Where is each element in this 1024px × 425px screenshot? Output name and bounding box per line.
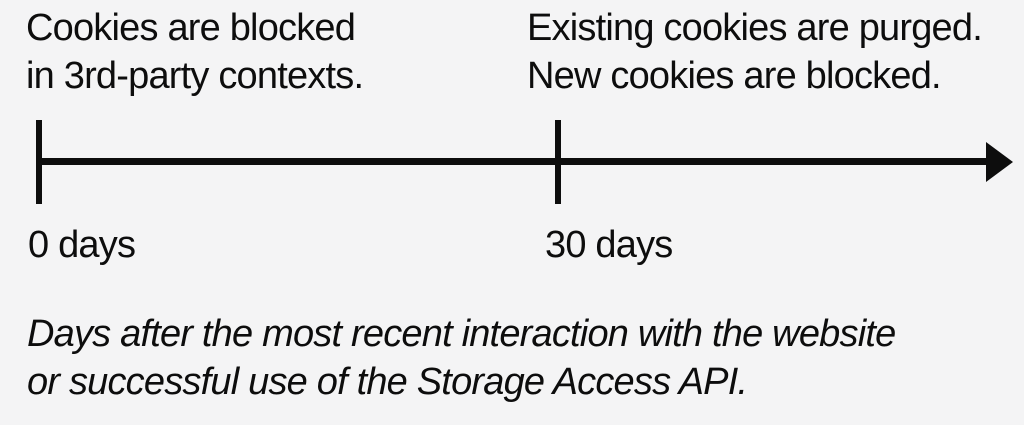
- annotation-line-2: in 3rd-party contexts.: [26, 55, 364, 97]
- annotation-before-30-days: Cookies are blocked in 3rd-party context…: [26, 4, 364, 100]
- caption-line-2: or successful use of the Storage Access …: [27, 361, 748, 403]
- axis-caption: Days after the most recent interaction w…: [27, 310, 896, 406]
- tick-label-30-days: 30 days: [545, 224, 673, 266]
- arrowhead-icon: [986, 142, 1013, 182]
- annotation-line-1: Existing cookies are purged.: [527, 7, 983, 49]
- annotation-line-1: Cookies are blocked: [26, 7, 356, 49]
- annotation-line-2: New cookies are blocked.: [527, 55, 942, 97]
- caption-line-1: Days after the most recent interaction w…: [27, 313, 896, 355]
- tick-mark-30-days: [555, 120, 561, 204]
- annotation-after-30-days: Existing cookies are purged. New cookies…: [527, 4, 983, 100]
- tick-mark-0-days: [36, 120, 42, 204]
- tick-label-0-days: 0 days: [28, 224, 136, 266]
- timeline-axis: [38, 158, 988, 165]
